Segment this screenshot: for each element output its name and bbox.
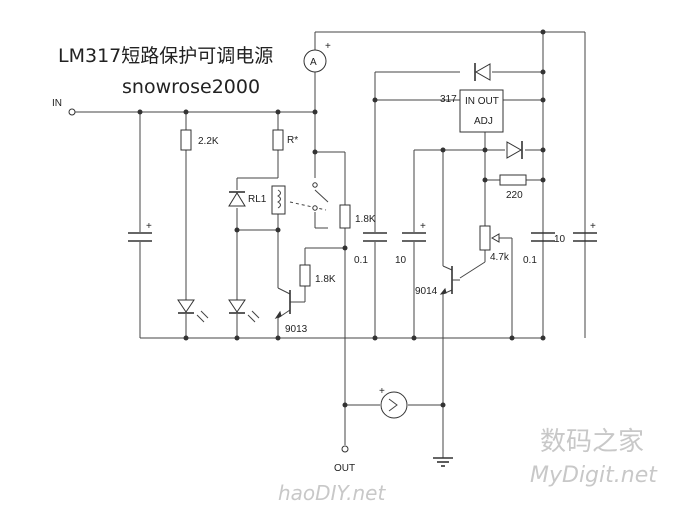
voltmeter-plus: +: [379, 386, 385, 397]
led-right: [228, 299, 260, 323]
in-terminal: IN: [52, 98, 76, 116]
ground-icon: [433, 457, 453, 467]
resistor-1k8-base: 1.8K: [299, 264, 336, 287]
relay-switch: [312, 182, 318, 211]
lm317-in-out: IN OUT: [465, 96, 499, 107]
resistor-r-star: R*: [272, 129, 298, 151]
watermark-cn: 数码之家: [540, 427, 644, 457]
watermark-haodiy: haoDIY.net: [278, 481, 386, 505]
transistor-9014: 9014: [415, 266, 460, 297]
capacitor-10-left: + 10: [395, 221, 426, 266]
out-label: OUT: [334, 463, 355, 474]
capacitor-0-1-right: 0.1 10: [523, 232, 566, 266]
ammeter-plus: +: [325, 41, 331, 52]
resistor-r-star-label: R*: [287, 135, 298, 146]
input-capacitor-plus: +: [146, 221, 152, 232]
relay-rl1: RL1: [248, 185, 327, 215]
diode-adj: [506, 141, 523, 159]
potentiometer-4k7-label: 4.7k: [490, 252, 510, 263]
potentiometer-4k7: 4.7k: [479, 225, 510, 263]
transistor-9013: 9013: [274, 290, 308, 335]
resistor-220: 220: [499, 174, 527, 201]
capacitor-0-1-right-label: 0.1: [523, 255, 537, 266]
diode-top: [474, 63, 491, 81]
transistor-9014-label: 9014: [415, 286, 438, 297]
input-capacitor: +: [128, 221, 152, 242]
capacitor-0-1-left: 0.1: [354, 232, 387, 266]
ammeter-label: A: [310, 57, 317, 68]
resistor-220-label: 220: [506, 190, 523, 201]
ammeter: A +: [303, 41, 331, 73]
capacitor-10-right: +: [573, 221, 597, 242]
resistor-1k8-top: 1.8K: [339, 204, 376, 229]
relay-diode: [228, 191, 246, 207]
resistor-2k2: 2.2K: [180, 129, 219, 151]
voltmeter: +: [379, 386, 408, 419]
transistor-9013-label: 9013: [285, 324, 308, 335]
lm317-adj: ADJ: [474, 116, 493, 127]
capacitor-10-left-label: 10: [395, 255, 407, 266]
out-terminal: OUT: [334, 445, 355, 474]
capacitor-0-1-left-label: 0.1: [354, 255, 368, 266]
watermark-en: MyDigit.net: [530, 463, 658, 488]
junction-dots: [137, 29, 546, 408]
relay-rl1-label: RL1: [248, 194, 267, 205]
capacitor-10-right-label: 10: [554, 234, 566, 245]
lm317-regulator: 317 IN OUT ADJ: [440, 89, 504, 133]
led-left: [177, 299, 209, 323]
resistor-2k2-label: 2.2K: [198, 136, 219, 147]
diagram-author: snowrose2000: [122, 76, 260, 98]
resistor-1k8-top-label: 1.8K: [355, 214, 376, 225]
resistor-1k8-base-label: 1.8K: [315, 274, 336, 285]
capacitor-10-left-plus: +: [420, 221, 426, 232]
in-label: IN: [52, 98, 62, 109]
capacitor-10-right-plus: +: [590, 221, 596, 232]
lm317-label: 317: [440, 94, 457, 105]
diagram-title: LM317短路保护可调电源: [58, 45, 273, 67]
